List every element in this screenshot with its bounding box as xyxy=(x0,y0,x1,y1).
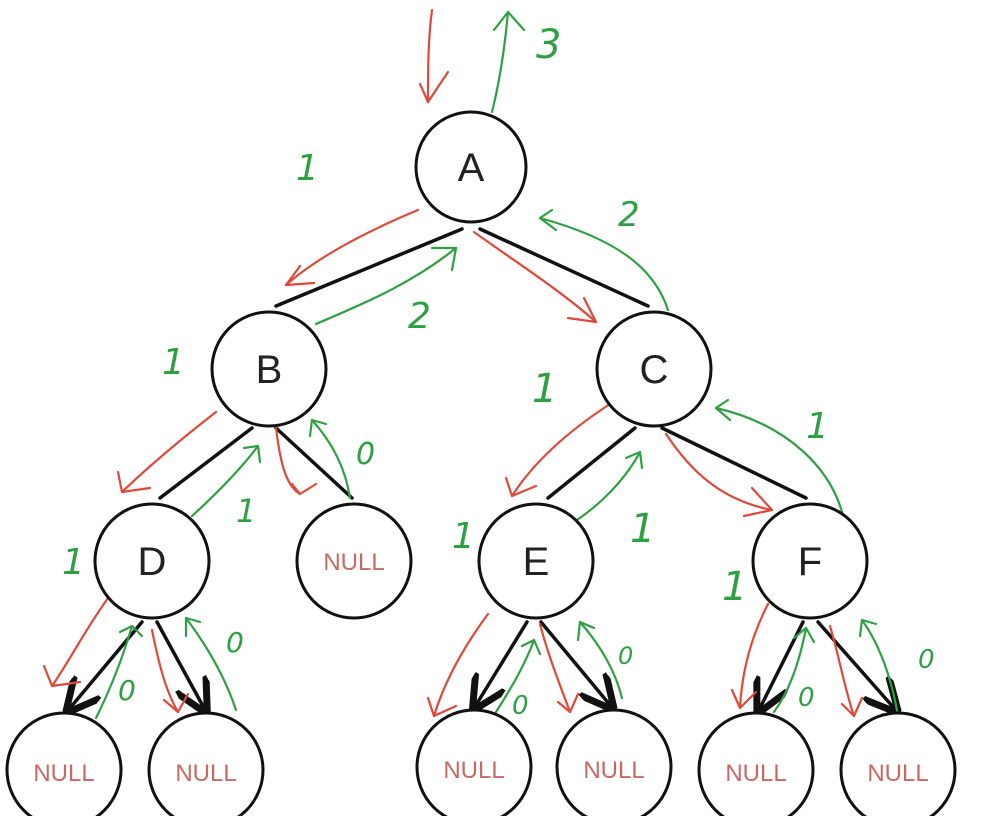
annotation-f-null-right: 0 xyxy=(918,645,935,675)
green-arrow-null-to-f-right xyxy=(860,618,900,718)
annotation-b-right-null: 0 xyxy=(356,437,375,472)
annotation-c-to-a: 2 xyxy=(618,195,640,235)
annotation-e-null-right: 0 xyxy=(618,642,633,670)
null-label: NULL xyxy=(725,760,786,787)
node-f-label: F xyxy=(798,540,822,584)
null-label: NULL xyxy=(33,760,94,787)
annotation-e-right: 1 xyxy=(630,506,655,552)
node-e-right-null: NULL xyxy=(555,708,673,816)
edge-a-b xyxy=(274,227,464,308)
green-arrow-d-to-b xyxy=(190,444,260,518)
null-label: NULL xyxy=(583,757,644,784)
red-arrow-b-to-d xyxy=(120,410,218,494)
edge-c-f xyxy=(660,426,808,500)
descend-arrows xyxy=(42,8,864,718)
green-arrow-null-to-b xyxy=(310,418,352,500)
annotation-e-left: 1 xyxy=(452,516,475,557)
edge-d-null-right xyxy=(155,620,204,708)
red-arrow-b-to-null xyxy=(274,426,302,496)
null-label: NULL xyxy=(323,549,384,576)
green-arrow-b-to-a xyxy=(314,246,458,326)
red-arrow-into-a xyxy=(426,8,434,104)
node-e: E xyxy=(477,502,595,620)
annotation-f-left: 1 xyxy=(722,564,747,610)
annotation-c-from-f: 1 xyxy=(806,406,829,447)
node-d-right-null: NULL xyxy=(147,711,265,816)
red-arrow-c-to-e xyxy=(510,402,612,498)
edge-a-c xyxy=(478,227,650,308)
node-b-right-null: NULL xyxy=(295,502,413,620)
node-f-left-null: NULL xyxy=(697,711,815,816)
red-arrow-f-to-null-left xyxy=(738,602,770,710)
green-arrow-null-to-d-right xyxy=(184,616,238,712)
green-annotations: 3 1 2 2 1 0 1 1 1 1 0 0 1 1 0 0 1 0 0 xyxy=(62,22,935,721)
green-arrow-null-to-f-left xyxy=(772,626,808,714)
edge-f-null-right xyxy=(816,620,894,708)
node-d: D xyxy=(93,502,211,620)
annotation-b-to-a: 2 xyxy=(408,296,431,337)
annotation-d-right: 1 xyxy=(236,492,256,530)
red-arrow-e-to-null-left xyxy=(432,612,490,718)
node-d-left-null: NULL xyxy=(5,711,123,816)
null-label: NULL xyxy=(443,757,504,784)
green-arrow-null-to-e-left xyxy=(494,638,536,714)
edge-e-null-left xyxy=(476,620,529,705)
annotation-f-null-left: 0 xyxy=(798,683,815,713)
annotation-d-null-left: 0 xyxy=(118,674,136,707)
edge-e-null-right xyxy=(539,620,610,705)
green-arrow-e-to-c xyxy=(572,450,642,524)
null-label: NULL xyxy=(175,760,236,787)
red-arrow-f-to-null-right xyxy=(828,624,856,718)
node-c-label: C xyxy=(640,348,669,392)
green-arrow-null-to-d-left xyxy=(94,624,134,720)
node-a-label: A xyxy=(458,146,485,190)
annotation-e-null-left: 0 xyxy=(512,691,529,721)
annotation-d-null-right: 0 xyxy=(226,626,244,659)
node-f: F xyxy=(751,502,869,620)
edge-b-null xyxy=(274,426,354,500)
return-arrows xyxy=(94,10,900,720)
green-arrow-c-to-a xyxy=(538,216,670,312)
node-e-left-null: NULL xyxy=(415,708,533,816)
node-b-label: B xyxy=(256,348,283,392)
red-arrow-c-to-f xyxy=(664,432,774,512)
tree-edges xyxy=(70,227,894,708)
red-arrow-a-to-c xyxy=(472,230,598,324)
annotation-c-left: 1 xyxy=(532,366,557,412)
node-b: B xyxy=(210,310,328,428)
edge-c-e xyxy=(546,426,637,500)
node-f-right-null: NULL xyxy=(839,711,957,816)
node-d-label: D xyxy=(138,540,167,584)
annotation-d-left: 1 xyxy=(62,542,85,583)
green-arrow-f-to-c xyxy=(714,406,844,514)
green-arrow-null-to-e-right xyxy=(578,620,624,700)
red-arrow-a-to-b xyxy=(284,208,420,287)
edge-b-d xyxy=(158,426,254,500)
annotation-b-left: 1 xyxy=(162,342,185,383)
red-arrow-e-to-null-right xyxy=(538,622,572,714)
node-c: C xyxy=(595,310,713,428)
annotation-a-left: 1 xyxy=(296,148,319,189)
green-arrow-out-of-a xyxy=(490,10,510,114)
node-e-label: E xyxy=(523,540,550,584)
red-arrow-d-to-null-left xyxy=(50,596,110,688)
red-arrow-d-to-null-right xyxy=(150,628,180,714)
null-label: NULL xyxy=(867,760,928,787)
node-a: A xyxy=(414,110,528,224)
annotation-a-top: 3 xyxy=(536,22,561,68)
